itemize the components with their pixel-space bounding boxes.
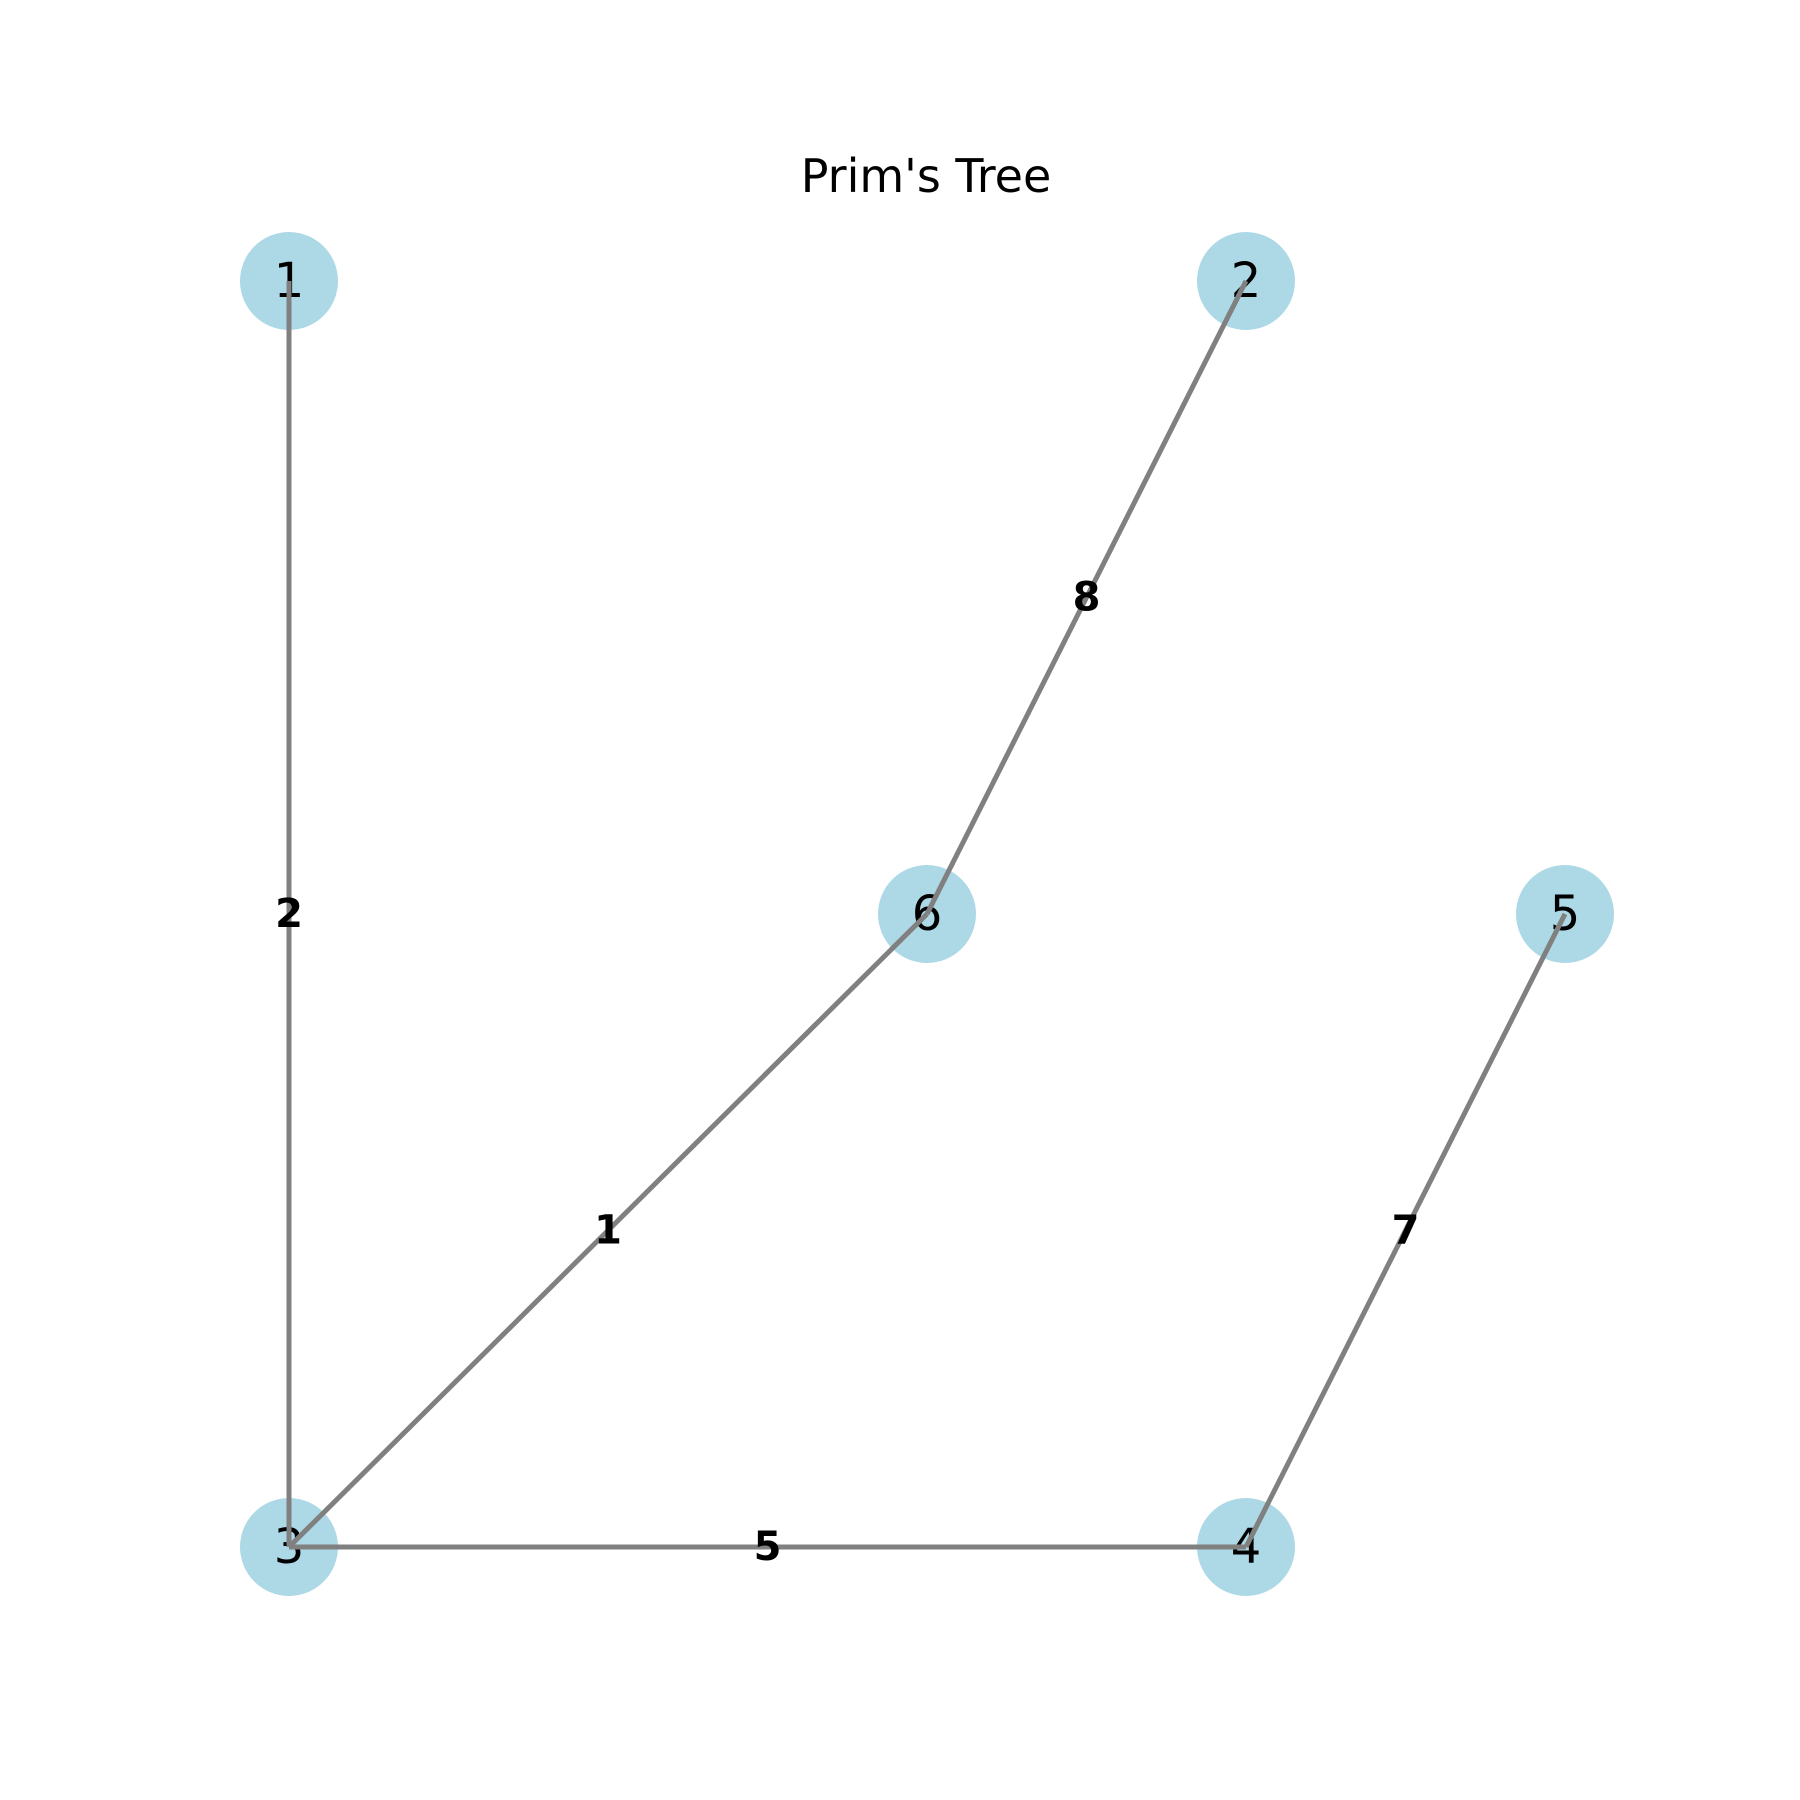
edge-weight-label: 1: [594, 1208, 622, 1254]
edges-layer: [286, 279, 1568, 1550]
edge-4-5: [1243, 912, 1568, 1549]
diagram-title: Prim's Tree: [801, 149, 1052, 203]
edge-weight-label: 7: [1392, 1208, 1420, 1254]
edge-3-6: [287, 912, 929, 1549]
edge-2-6: [924, 279, 1249, 916]
edge-weight-label: 8: [1073, 575, 1101, 621]
edge-labels-layer: 2 8 1 5 7: [275, 575, 1419, 1571]
edge-weight-label: 5: [754, 1524, 782, 1570]
edge-weight-label: 2: [275, 891, 303, 937]
